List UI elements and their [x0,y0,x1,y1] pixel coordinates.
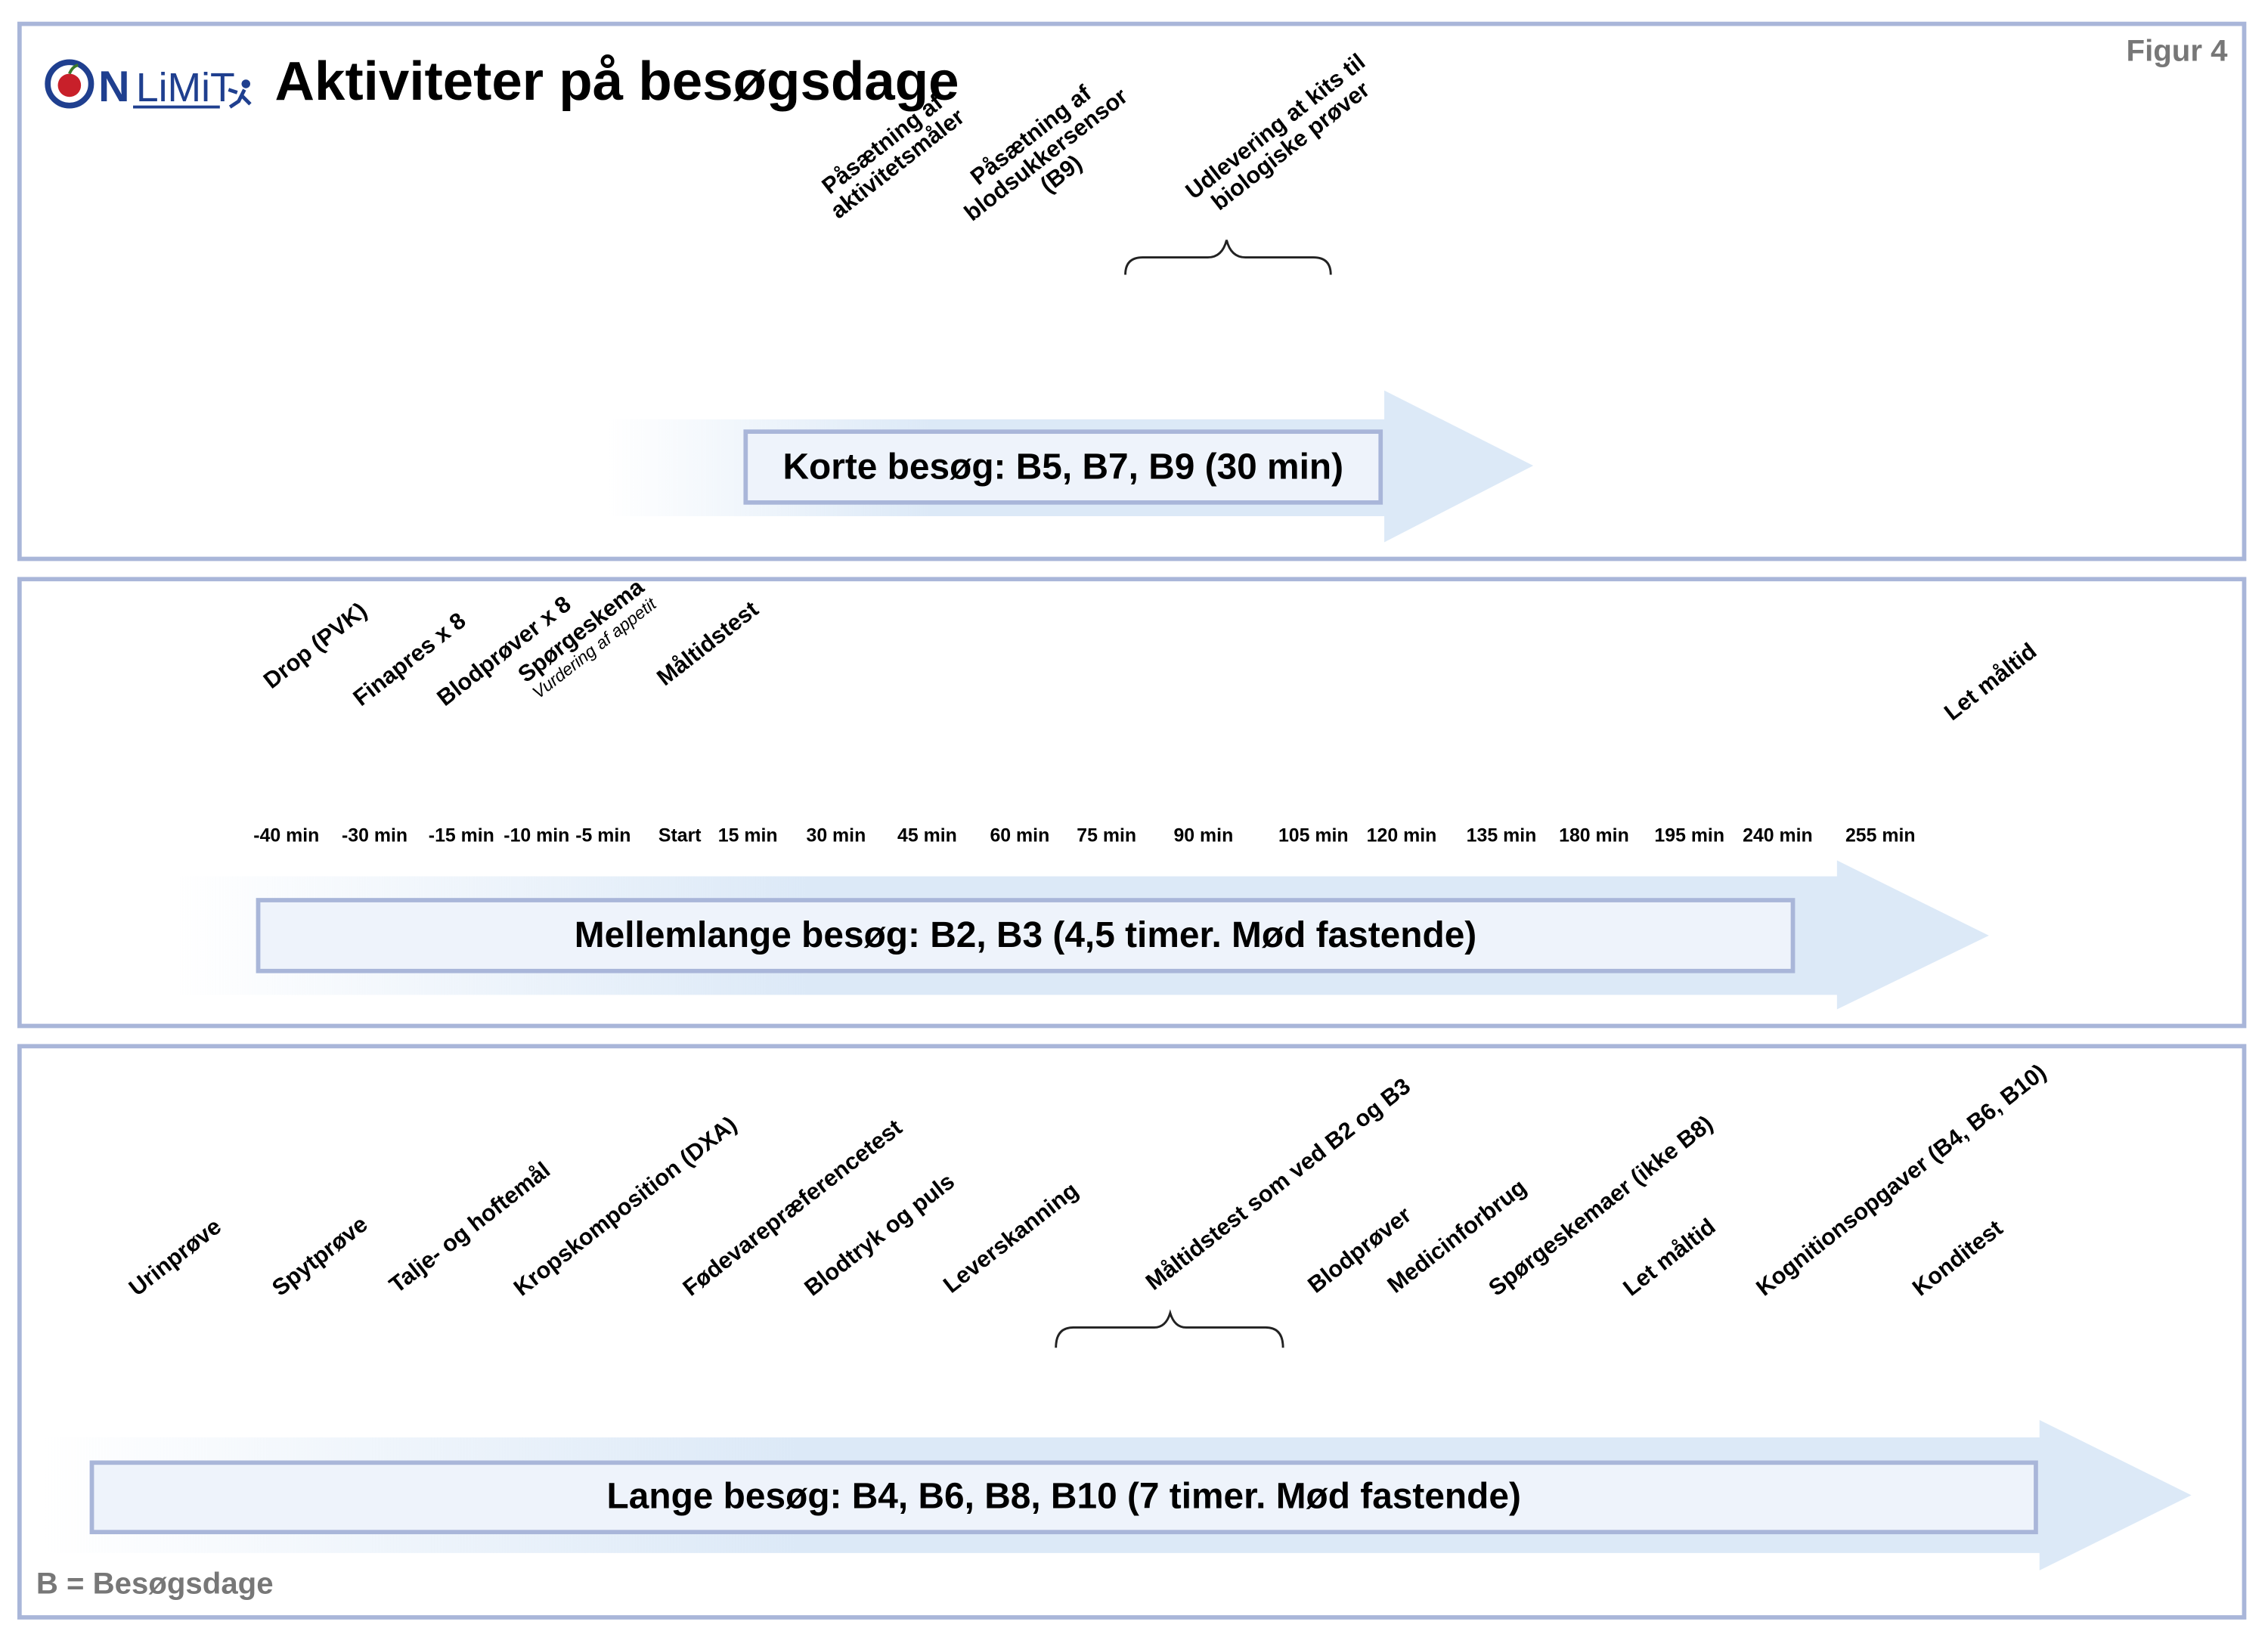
panel-short-visits [17,21,2247,562]
svg-text:N: N [98,63,129,111]
panel-medium-visits [17,577,2247,1029]
time-point-label: 195 min [1654,824,1725,846]
svg-text:LiMiT: LiMiT [136,66,235,110]
time-point-label: 240 min [1743,824,1813,846]
time-point-label: 255 min [1845,824,1916,846]
time-point-label: -10 min [503,824,570,846]
bracket-meal-test [1055,1309,1284,1348]
time-point-label: 120 min [1366,824,1437,846]
bracket-short [1124,240,1332,275]
medium-visits-label: Mellemlange besøg: B2, B3 (4,5 timer. Mø… [256,898,1796,973]
time-point-label: -30 min [342,824,408,846]
time-point-label: -15 min [428,824,494,846]
time-point-label: 135 min [1466,824,1537,846]
long-visits-label: Lange besøg: B4, B6, B8, B10 (7 timer. M… [89,1460,2038,1535]
time-point-label: 90 min [1173,824,1234,846]
time-point-label: 105 min [1278,824,1349,846]
figure-label: Figur 4 [2126,34,2228,68]
onlimit-logo: N LiMiT [45,59,252,111]
panel-long-visits [17,1044,2247,1620]
time-point-label: 30 min [806,824,866,846]
time-point-label: 60 min [990,824,1050,846]
time-point-label: -5 min [575,824,631,846]
time-point-label: 180 min [1559,824,1629,846]
legend-note: B = Besøgsdage [36,1567,274,1601]
time-point-label: -40 min [253,824,320,846]
time-point-label: 45 min [897,824,957,846]
time-point-label: Start [658,824,702,846]
short-visits-label: Korte besøg: B5, B7, B9 (30 min) [743,429,1383,505]
time-point-label: 15 min [717,824,778,846]
time-point-label: 75 min [1077,824,1137,846]
page-title: Aktiviteter på besøgsdage [274,51,959,113]
